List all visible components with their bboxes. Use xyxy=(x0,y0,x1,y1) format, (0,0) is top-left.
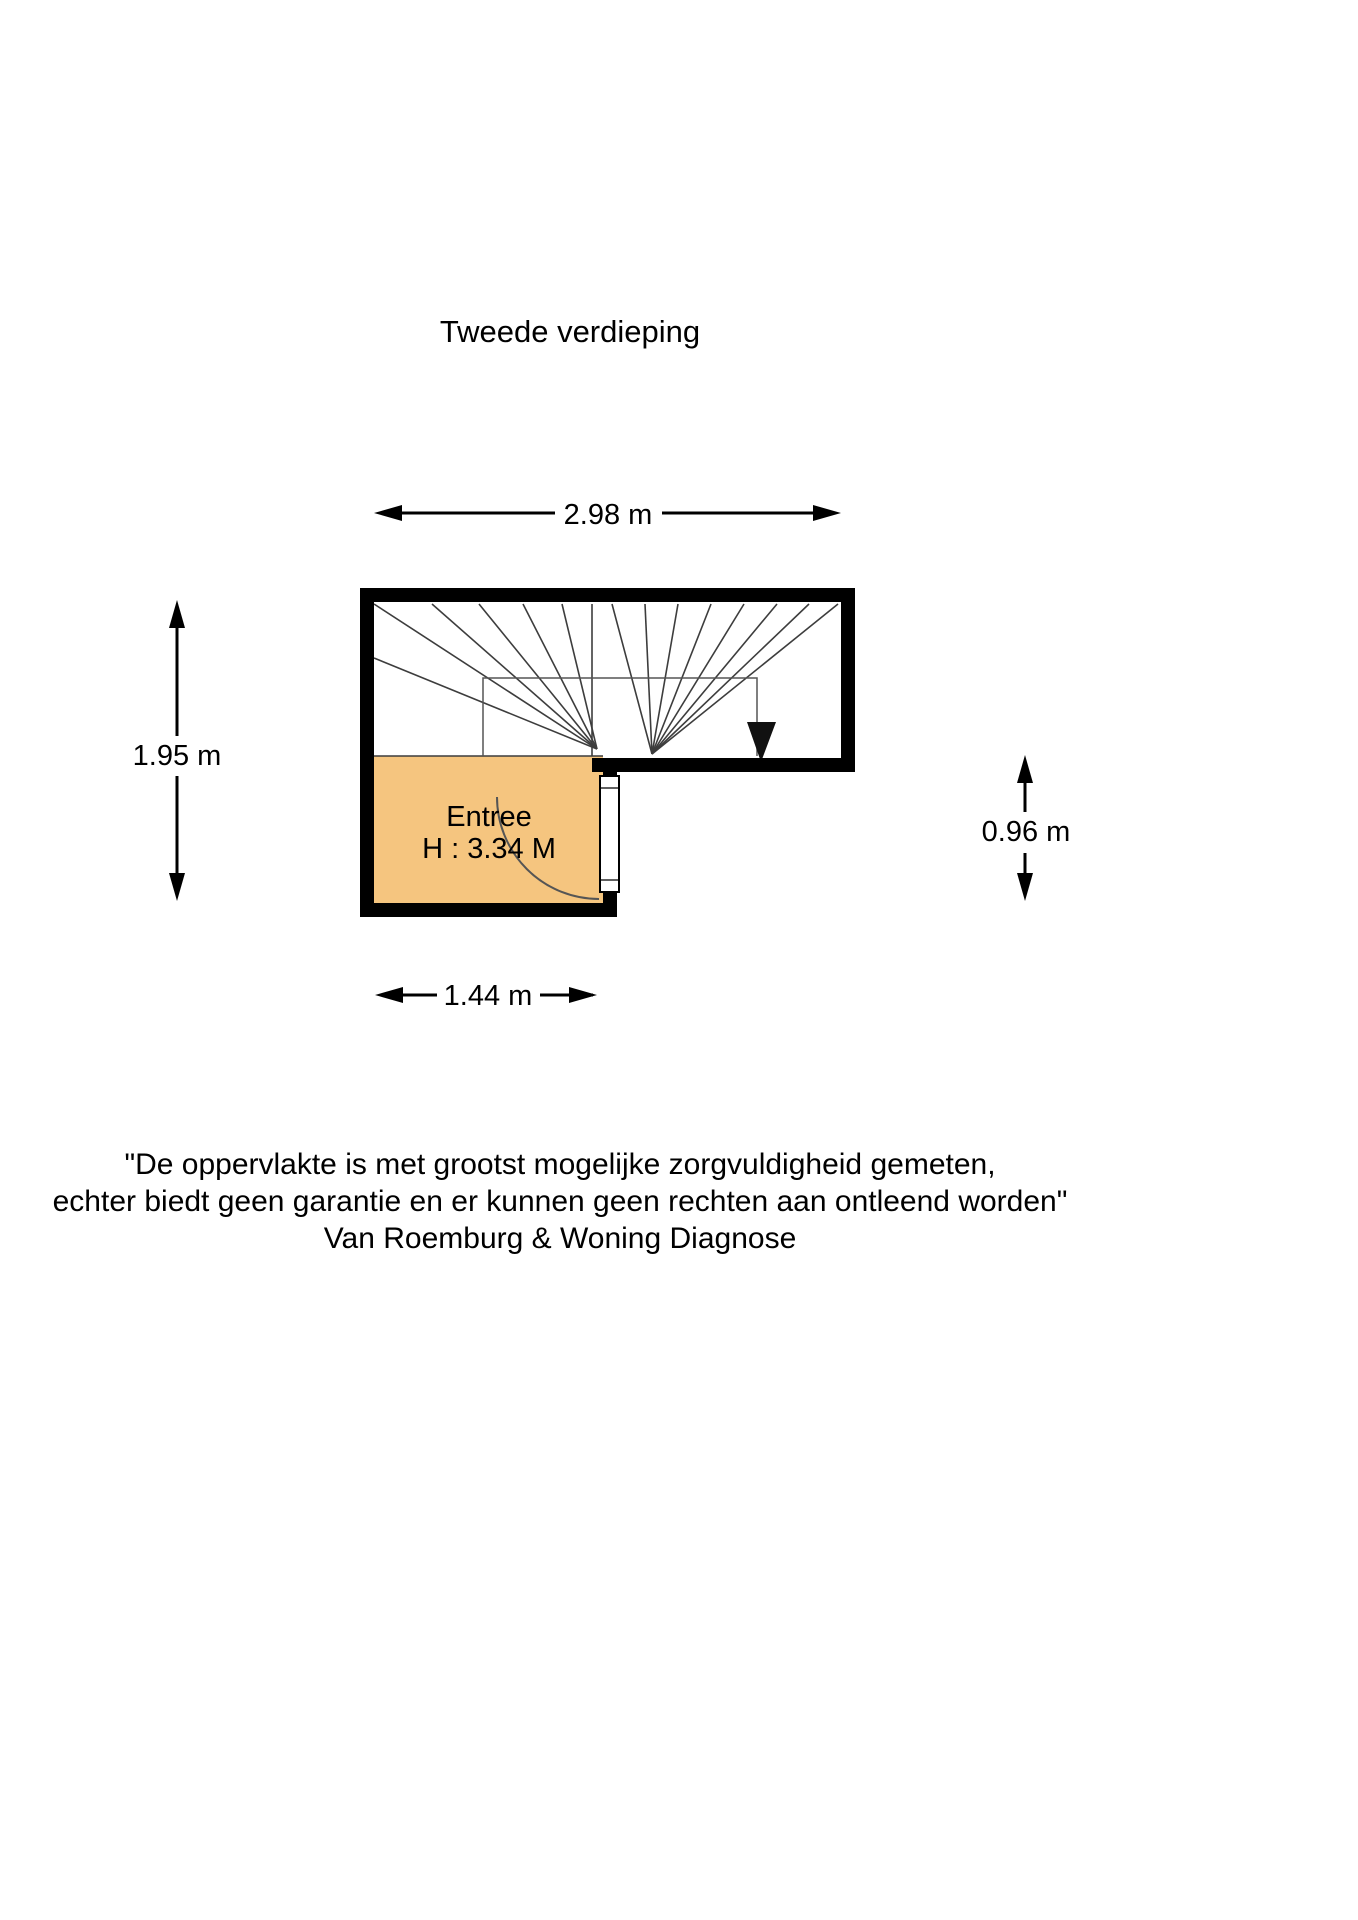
door xyxy=(496,775,620,900)
stair-tread-line xyxy=(651,603,839,755)
stair-tread-line xyxy=(611,603,653,755)
dimension-label-right: 0.96 m xyxy=(982,816,1071,848)
wall-bottom-entree xyxy=(360,903,617,917)
wall-right-upper xyxy=(841,588,855,772)
stair-tread-line xyxy=(431,603,598,750)
stair-tread-line xyxy=(651,603,712,755)
dimension-label-bottom: 1.44 m xyxy=(444,980,533,1012)
arrow-right-icon xyxy=(569,987,597,1003)
arrow-right-icon xyxy=(813,505,841,521)
dimension-label-left: 1.95 m xyxy=(133,740,222,772)
dimension-label-top: 2.98 m xyxy=(564,499,653,531)
stair-railing xyxy=(482,677,758,756)
arrow-left-icon xyxy=(374,505,402,521)
wall-bottom-right xyxy=(592,758,855,772)
stair-tread-line xyxy=(651,603,778,755)
entree-room xyxy=(374,756,603,903)
disclaimer-line-3: Van Roemburg & Woning Diagnose xyxy=(324,1222,797,1255)
stair-tread-line xyxy=(644,603,653,755)
stair-tread-line xyxy=(373,603,598,750)
staircase xyxy=(373,603,839,762)
stair-tread-line xyxy=(522,603,598,750)
stair-tread-line xyxy=(651,603,810,755)
disclaimer-line-2: echter biedt geen garantie en er kunnen … xyxy=(53,1185,1068,1218)
arrow-up-icon xyxy=(1017,755,1033,783)
stair-tread-line xyxy=(561,603,598,750)
wall-left xyxy=(360,588,374,917)
floor-plan: Entree H : 3.34 M xyxy=(360,588,855,917)
stair-direction-arrow-icon xyxy=(747,722,776,762)
dimension-top: 2.98 m xyxy=(374,499,841,531)
arrow-left-icon xyxy=(375,987,403,1003)
arrow-down-icon xyxy=(169,873,185,901)
wall-top xyxy=(360,588,855,602)
stair-tread-line xyxy=(651,603,745,755)
door-swing-arc xyxy=(496,796,600,900)
disclaimer-line-1: "De oppervlakte is met grootst mogelijke… xyxy=(124,1148,995,1181)
stair-tread-line xyxy=(373,657,598,750)
stair-tread-line xyxy=(478,603,598,750)
dimension-bottom: 1.44 m xyxy=(375,980,597,1012)
arrow-down-icon xyxy=(1017,873,1033,901)
door-frame xyxy=(599,775,620,893)
disclaimer: "De oppervlakte is met grootst mogelijke… xyxy=(53,1148,1068,1255)
arrow-up-icon xyxy=(169,600,185,628)
dimension-left: 1.95 m xyxy=(133,600,222,901)
page-title: Tweede verdieping xyxy=(440,314,700,349)
dimension-right: 0.96 m xyxy=(982,755,1071,901)
room-height-label: H : 3.34 M xyxy=(422,833,556,865)
room-name-label: Entree xyxy=(446,801,531,833)
stair-tread-line xyxy=(651,603,679,755)
